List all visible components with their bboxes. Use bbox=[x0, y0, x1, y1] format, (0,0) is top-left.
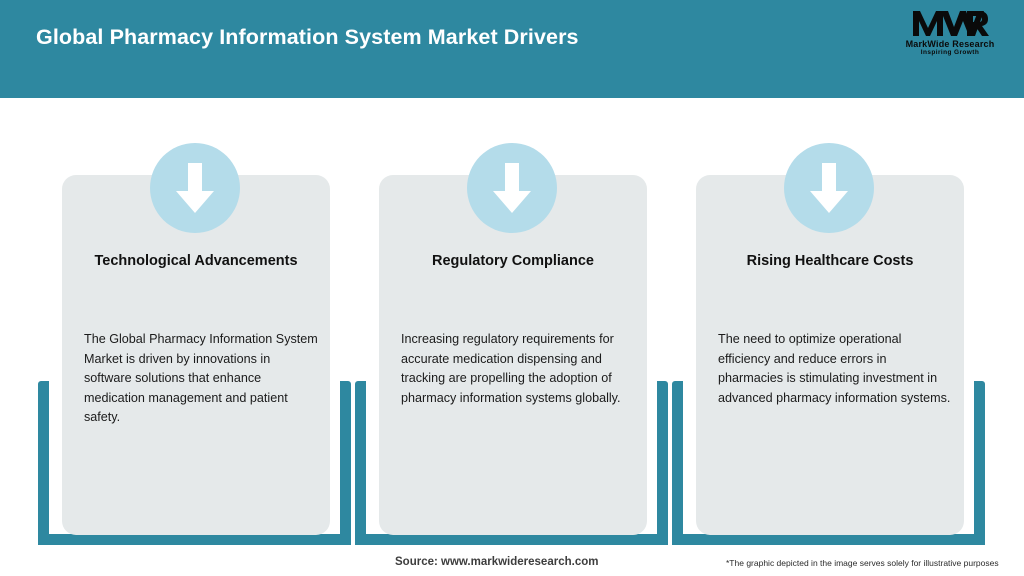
card-heading: Rising Healthcare Costs bbox=[746, 253, 914, 269]
frame-bar-bottom bbox=[38, 534, 351, 545]
card-panel: Rising Healthcare Costs The need to opti… bbox=[696, 175, 964, 535]
logo-company-name: MarkWide Research bbox=[905, 39, 995, 49]
frame-bar-right bbox=[340, 381, 351, 545]
frame-bar-left bbox=[355, 381, 366, 545]
frame-bar-left bbox=[672, 381, 683, 545]
card-panel: Technological Advancements The Global Ph… bbox=[62, 175, 330, 535]
driver-card-1[interactable]: Technological Advancements The Global Ph… bbox=[38, 98, 351, 548]
card-heading: Technological Advancements bbox=[94, 253, 298, 269]
frame-bar-right bbox=[974, 381, 985, 545]
drivers-board: Technological Advancements The Global Ph… bbox=[0, 98, 1024, 576]
card-body-text: The need to optimize operational efficie… bbox=[718, 332, 951, 405]
brand-logo: MarkWide Research Inspiring Growth bbox=[894, 8, 1006, 62]
frame-bar-right bbox=[657, 381, 668, 545]
header-banner: Global Pharmacy Information System Marke… bbox=[0, 0, 1024, 98]
frame-bar-left bbox=[38, 381, 49, 545]
card-panel: Regulatory Compliance Increasing regulat… bbox=[379, 175, 647, 535]
card-body-text: Increasing regulatory requirements for a… bbox=[401, 332, 621, 405]
driver-card-3[interactable]: Rising Healthcare Costs The need to opti… bbox=[672, 98, 985, 548]
card-body-text: The Global Pharmacy Information System M… bbox=[84, 332, 318, 424]
card-heading: Regulatory Compliance bbox=[432, 253, 594, 269]
down-arrow-icon bbox=[466, 143, 557, 233]
source-label: Source: www.markwideresearch.com bbox=[395, 556, 599, 568]
frame-bar-bottom bbox=[672, 534, 985, 545]
disclaimer-label: *The graphic depicted in the image serve… bbox=[726, 558, 999, 568]
down-arrow-icon bbox=[149, 143, 240, 233]
driver-card-2[interactable]: Regulatory Compliance Increasing regulat… bbox=[355, 98, 668, 548]
frame-bar-bottom bbox=[355, 534, 668, 545]
mwr-logomark-icon bbox=[913, 11, 989, 36]
page-title: Global Pharmacy Information System Marke… bbox=[36, 25, 579, 49]
down-arrow-icon bbox=[783, 143, 874, 233]
logo-tagline: Inspiring Growth bbox=[920, 49, 980, 56]
